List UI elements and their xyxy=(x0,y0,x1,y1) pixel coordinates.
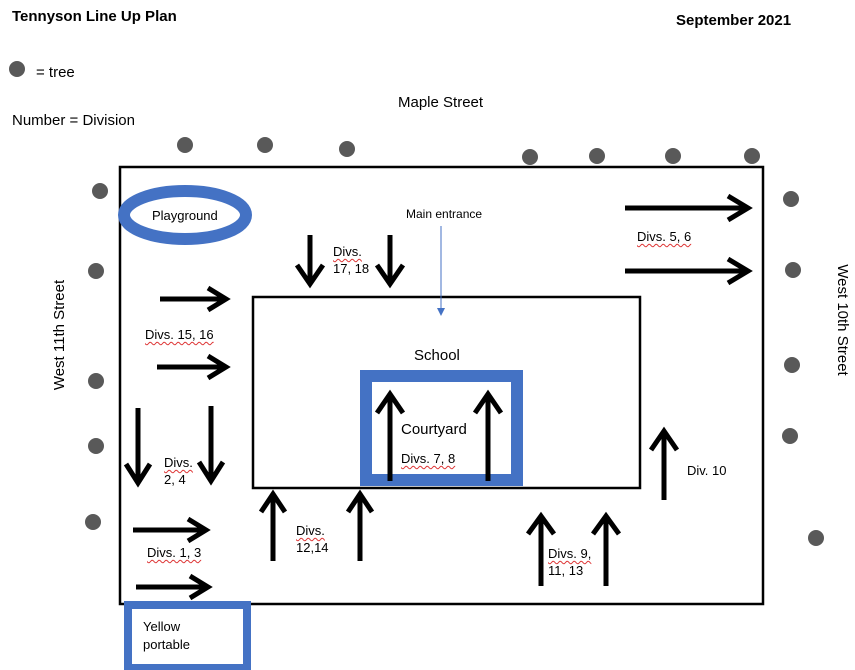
tree-icon xyxy=(522,149,538,165)
portable-label-line1: Yellow xyxy=(143,619,181,634)
arrow-right-icon xyxy=(133,516,211,544)
arrow-up-icon xyxy=(374,389,406,481)
arrow-up-icon xyxy=(648,426,680,500)
main-entrance-label: Main entrance xyxy=(406,207,483,221)
tree-icon xyxy=(92,183,108,199)
school-label: School xyxy=(414,347,460,364)
arrow-right-icon xyxy=(625,193,753,223)
courtyard-label: Courtyard xyxy=(401,421,467,438)
divs-9-11-13-label-line2: 11, 13 xyxy=(548,563,584,578)
playground-label: Playground xyxy=(152,208,218,223)
street-north-label: Maple Street xyxy=(398,94,484,111)
property-boundary xyxy=(118,165,765,606)
divs-5-6-label: Divs. 5, 6 xyxy=(637,229,692,244)
divs-7-8-label: Divs. 7, 8 xyxy=(401,451,456,467)
direction-arrows xyxy=(123,193,753,601)
arrow-down-icon xyxy=(294,235,326,289)
divs-12-14-label-line1: Divs. xyxy=(296,523,325,538)
tree-icon xyxy=(784,357,800,373)
tree-icon xyxy=(589,148,605,164)
arrow-up-icon xyxy=(525,511,557,586)
arrow-down-icon xyxy=(374,235,406,289)
arrow-right-icon xyxy=(136,573,213,601)
divs-2-4-label-line2: 2, 4 xyxy=(164,472,186,487)
divs-12-14-label-line2: 12,14 xyxy=(296,540,329,555)
tree-icon xyxy=(85,514,101,530)
arrow-up-icon xyxy=(590,511,622,586)
tree-icon xyxy=(744,148,760,164)
tree-icon xyxy=(339,141,355,157)
tree-icon xyxy=(177,137,193,153)
tree-icon xyxy=(88,263,104,279)
tree-icon xyxy=(808,530,824,546)
arrow-down-icon xyxy=(196,406,226,486)
arrow-right-icon xyxy=(160,285,231,313)
portable-label-line2: portable xyxy=(143,637,190,652)
legend-division-label: Number = Division xyxy=(12,112,135,129)
divs-1-3-label: Divs. 1, 3 xyxy=(147,545,202,560)
divs-17-18-label-line1: Divs. xyxy=(333,244,362,259)
arrow-right-icon xyxy=(157,353,231,381)
tree-icon xyxy=(88,373,104,389)
tree-icon xyxy=(783,191,799,207)
tree-icon xyxy=(785,262,801,278)
legend-tree-label: = tree xyxy=(36,64,75,81)
tree-icon xyxy=(88,438,104,454)
divs-17-18-label-line2: 17, 18 xyxy=(333,261,370,276)
street-west-label: West 11th Street xyxy=(51,279,68,390)
street-east-label: West 10th Street xyxy=(834,264,851,376)
arrow-up-icon xyxy=(345,489,375,561)
tree-icon xyxy=(257,137,273,153)
divs-9-11-13-label-line1: Divs. 9, xyxy=(548,546,592,561)
page-title: Tennyson Line Up Plan xyxy=(12,8,177,25)
arrow-down-icon xyxy=(123,408,153,488)
playground-shape xyxy=(118,185,252,245)
divs-2-4-label-line1: Divs. xyxy=(164,455,193,470)
tree-icon xyxy=(782,428,798,444)
date-label: September 2021 xyxy=(676,12,792,29)
arrow-right-icon xyxy=(625,256,753,286)
arrow-up-icon xyxy=(472,389,504,481)
arrow-up-icon xyxy=(258,489,288,561)
trees xyxy=(85,137,824,546)
yellow-portable-shape xyxy=(124,601,251,670)
divs-15-16-label: Divs. 15, 16 xyxy=(145,327,214,342)
div-10-label: Div. 10 xyxy=(687,463,727,478)
tree-icon xyxy=(665,148,681,164)
legend-tree-icon xyxy=(9,61,25,77)
